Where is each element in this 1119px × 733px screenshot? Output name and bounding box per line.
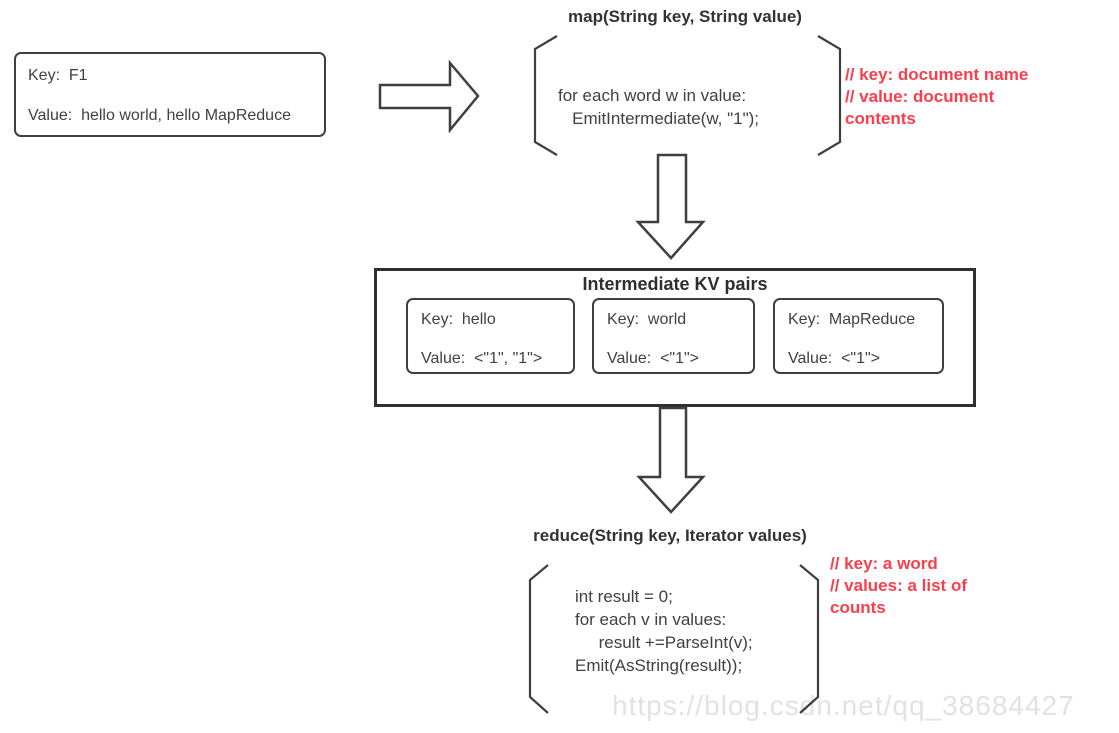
reduce-left-bracket <box>528 564 549 714</box>
kv-key-line: Key: MapReduce <box>788 311 916 328</box>
kv-value-line: Value: <"1"> <box>788 350 881 367</box>
kv-key-line: Key: world <box>607 311 687 328</box>
map-pseudocode: for each word w in value: EmitIntermedia… <box>558 86 760 128</box>
reduce-comment: // key: a word // values: a list of coun… <box>830 554 967 617</box>
kv-pair-box-world: Key: world Value: <"1"> <box>592 298 755 374</box>
kv-key-line: Key: hello <box>421 311 496 328</box>
kv-pair-box-hello: Key: hello Value: <"1", "1"> <box>406 298 575 374</box>
intermediate-kv-container: Intermediate KV pairs Key: hello Value: … <box>374 268 976 407</box>
map-left-bracket <box>533 35 558 156</box>
arrow-right-icon <box>378 59 480 134</box>
input-kv-box: Key: F1 Value: hello world, hello MapRed… <box>14 52 326 137</box>
intermediate-title: Intermediate KV pairs <box>582 274 768 294</box>
map-comment: // key: document name // value: document… <box>845 65 1029 128</box>
input-value-line: Value: hello world, hello MapReduce <box>28 107 291 124</box>
map-right-bracket <box>817 35 842 156</box>
arrow-down-reduce-icon <box>636 406 706 514</box>
reduce-pseudocode: int result = 0; for each v in values: re… <box>575 587 753 675</box>
input-key-line: Key: F1 <box>28 67 88 84</box>
reduce-function-title: reduce(String key, Iterator values) <box>533 526 807 545</box>
kv-value-line: Value: <"1"> <box>607 350 700 367</box>
watermark-text: https://blog.csdn.net/qq_38684427 <box>612 690 1075 721</box>
kv-pair-box-mapreduce: Key: MapReduce Value: <"1"> <box>773 298 944 374</box>
kv-value-line: Value: <"1", "1"> <box>421 350 543 367</box>
map-function-title: map(String key, String value) <box>568 7 802 26</box>
arrow-down-map-icon <box>635 153 706 260</box>
